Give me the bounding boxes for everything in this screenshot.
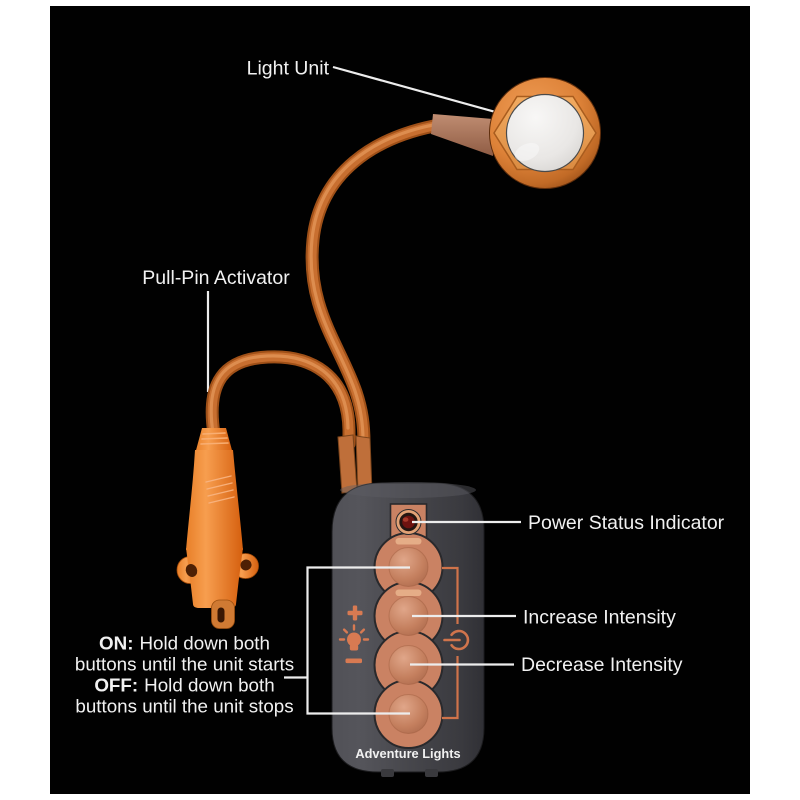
power-icon: [443, 629, 470, 651]
lens-highlight: [514, 142, 540, 162]
minus-icon: [345, 658, 362, 664]
light-unit-label: Light Unit: [247, 58, 330, 80]
callout-labels: Light Unit Pull-Pin Activator Power Stat…: [142, 58, 724, 677]
instruction-line-4: buttons until the unit stops: [75, 696, 293, 717]
on-off-instructions: ON:Hold down both buttons until the unit…: [75, 633, 294, 717]
power-status-indicator-label: Power Status Indicator: [528, 512, 725, 534]
pin-tab-slot: [217, 607, 225, 623]
strain-reliefs: [337, 434, 373, 494]
intensity-icons: [338, 605, 370, 664]
instruction-line-2: buttons until the unit starts: [75, 654, 294, 675]
strip-notch-2: [395, 589, 422, 596]
instruction-line-3: OFF:Hold down both: [94, 675, 274, 696]
pin-body: [186, 450, 243, 550]
increase-intensity-label: Increase Intensity: [523, 607, 676, 629]
leader-lines-under: [206, 65, 511, 392]
body-foot-left: [381, 769, 394, 777]
indicator-led-highlight: [402, 517, 409, 522]
leader-lines-over: [284, 520, 521, 715]
light-unit-cord: [305, 119, 441, 450]
power-bracket: [442, 566, 459, 720]
light-unit: [431, 77, 601, 189]
on-off-bracket: [284, 566, 410, 715]
power-status-indicator: [395, 509, 422, 535]
pull-pin-cord: [205, 350, 356, 451]
pin-eyelet-left: [185, 564, 198, 577]
pull-pin-activator: [176, 428, 259, 629]
brand-label: Adventure Lights: [355, 746, 460, 761]
light-cord-connector: [431, 114, 493, 156]
strip-notch-1: [395, 538, 422, 545]
battery-body: Adventure Lights: [331, 482, 485, 777]
pull-pin-activator-label: Pull-Pin Activator: [142, 267, 290, 289]
decrease-intensity-label: Decrease Intensity: [521, 654, 683, 676]
light-bulb-icon: [338, 624, 370, 651]
body-foot-right: [425, 769, 438, 777]
pin-neck-ribs: [200, 432, 229, 445]
light-unit-leader-line: [332, 65, 511, 118]
pin-grip-ridges: [205, 475, 235, 504]
instruction-line-1: ON:Hold down both: [99, 633, 270, 654]
pin-flange: [186, 548, 243, 608]
plus-icon: [347, 605, 363, 621]
body-top-sheen: [340, 482, 476, 498]
pin-eyelet-right: [240, 559, 252, 571]
